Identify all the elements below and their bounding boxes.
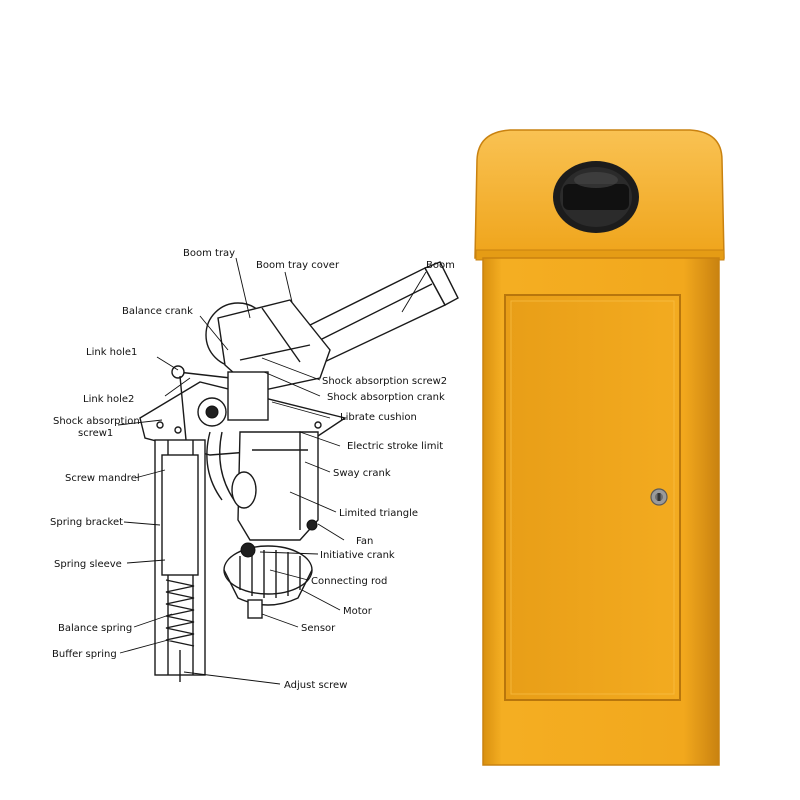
door-lock-icon <box>650 488 668 506</box>
label-shock-absorption-crank: Shock absorption crank <box>327 392 445 403</box>
label-spring-bracket: Spring bracket <box>50 517 123 528</box>
label-electric-stroke-limit: Electric stroke limit <box>347 441 443 452</box>
label-initiative-crank: Initiative crank <box>320 550 395 561</box>
label-balance-crank: Balance crank <box>122 306 193 317</box>
label-screw-mandrel: Screw mandrel <box>65 473 140 484</box>
label-fan: Fan <box>356 536 373 547</box>
label-sway-crank: Sway crank <box>333 468 391 479</box>
label-buffer-spring: Buffer spring <box>52 649 117 660</box>
label-shock-absorption-screw2: Shock absorption screw2 <box>322 376 447 387</box>
leader-lines <box>117 257 427 685</box>
label-limited-triangle: Limited triangle <box>339 508 418 519</box>
gearbox-part <box>206 431 319 541</box>
motor-part <box>223 542 313 619</box>
label-balance-spring: Balance spring <box>58 623 132 634</box>
mechanism-drawing <box>139 261 459 682</box>
label-shock-absorption-screw1-line1: Shock absorption <box>53 416 140 427</box>
label-link-hole1: Link hole1 <box>86 347 137 358</box>
part-labels: Boom tray Boom tray cover Boom Balance c… <box>50 248 455 691</box>
label-sensor: Sensor <box>301 623 336 634</box>
label-spring-sleeve: Spring sleeve <box>54 559 122 570</box>
label-motor: Motor <box>343 606 373 617</box>
label-librate-cushion: Librate cushion <box>340 412 417 423</box>
label-connecting-rod: Connecting rod <box>311 576 387 587</box>
label-boom-tray-cover: Boom tray cover <box>256 260 340 271</box>
label-shock-absorption-screw1-line2: screw1 <box>78 428 113 439</box>
spring-column-part <box>154 439 206 682</box>
balance-crank-part <box>171 365 269 441</box>
barrier-cabinet <box>474 129 725 766</box>
label-adjust-screw: Adjust screw <box>284 680 347 691</box>
indicator-lamp-icon <box>553 161 639 233</box>
boom-tray-part <box>205 299 331 393</box>
label-boom-tray: Boom tray <box>183 248 235 259</box>
label-link-hole2: Link hole2 <box>83 394 134 405</box>
label-boom: Boom <box>426 260 455 271</box>
